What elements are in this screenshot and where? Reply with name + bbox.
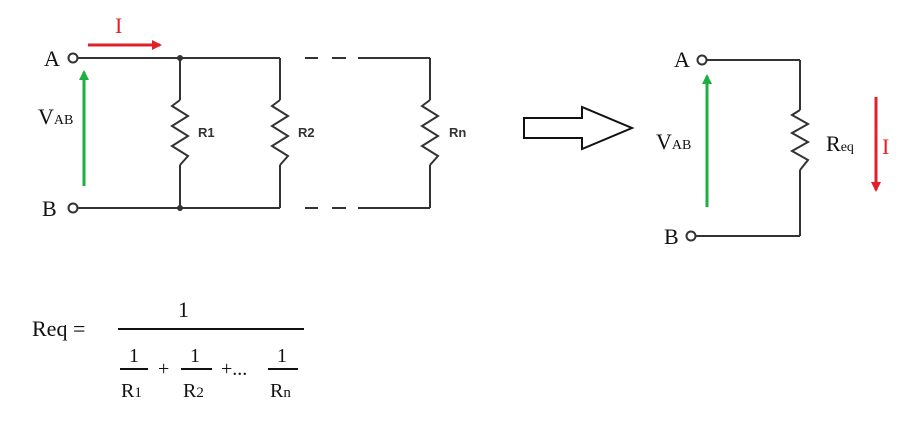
equivalent-resistance-formula: Req = 1 1 R1 + 1 R2 +... 1 Rn: [32, 297, 304, 402]
resistor-req-symbol: [789, 109, 811, 171]
term1-denominator: R1: [121, 380, 142, 402]
term2-denominator: R2: [183, 380, 204, 402]
current-label-right: I: [882, 134, 889, 159]
resistor-req-main: R: [826, 131, 841, 156]
resistor-req-label: Req: [826, 131, 854, 156]
right-wires: [696, 59, 801, 237]
current-label-left: I: [115, 13, 122, 38]
formula-numerator: 1: [178, 297, 189, 322]
terminal-a-label-right: A: [674, 47, 690, 72]
voltage-label-right: VAB: [656, 129, 691, 154]
plus-sign-1: +: [158, 358, 169, 380]
terminal-a-label-left: A: [44, 46, 60, 71]
voltage-main-left: V: [38, 104, 54, 129]
resistor-req-sub: eq: [841, 140, 854, 155]
term3-denominator: Rn: [270, 380, 291, 402]
resistor-r1-symbol: [170, 99, 190, 166]
resistor-rn-symbol: [420, 99, 440, 166]
junction-dot-bottom: [177, 205, 183, 211]
voltage-sub-right: AB: [672, 138, 691, 153]
terminal-b-label-right: B: [664, 224, 679, 249]
right-circuit: A B VAB Req I: [656, 47, 889, 249]
term2-numerator: 1: [190, 345, 200, 367]
plus-ellipsis: +...: [221, 358, 247, 380]
left-wires: [78, 57, 431, 209]
terminal-a-right: [696, 54, 708, 66]
terminal-b-right: [685, 230, 697, 242]
voltage-main-right: V: [656, 129, 672, 154]
terminal-b-left: [67, 202, 79, 214]
formula-lhs: Req =: [32, 316, 85, 341]
left-circuit: A B VAB I R1 R2 Rn: [38, 13, 466, 221]
voltage-label-left: VAB: [38, 104, 73, 129]
equivalence-arrow-icon: [523, 105, 635, 151]
resistor-r1-label: R1: [198, 125, 215, 140]
term3-numerator: 1: [277, 345, 287, 367]
voltage-sub-left: AB: [54, 113, 73, 128]
resistor-rn-label: Rn: [449, 125, 466, 140]
resistor-r2-label: R2: [298, 125, 315, 140]
terminal-a-left: [67, 52, 79, 64]
term1-numerator: 1: [129, 345, 139, 367]
junction-dot-top: [177, 55, 183, 61]
terminal-b-label-left: B: [42, 196, 57, 221]
resistor-r2-symbol: [270, 99, 290, 166]
